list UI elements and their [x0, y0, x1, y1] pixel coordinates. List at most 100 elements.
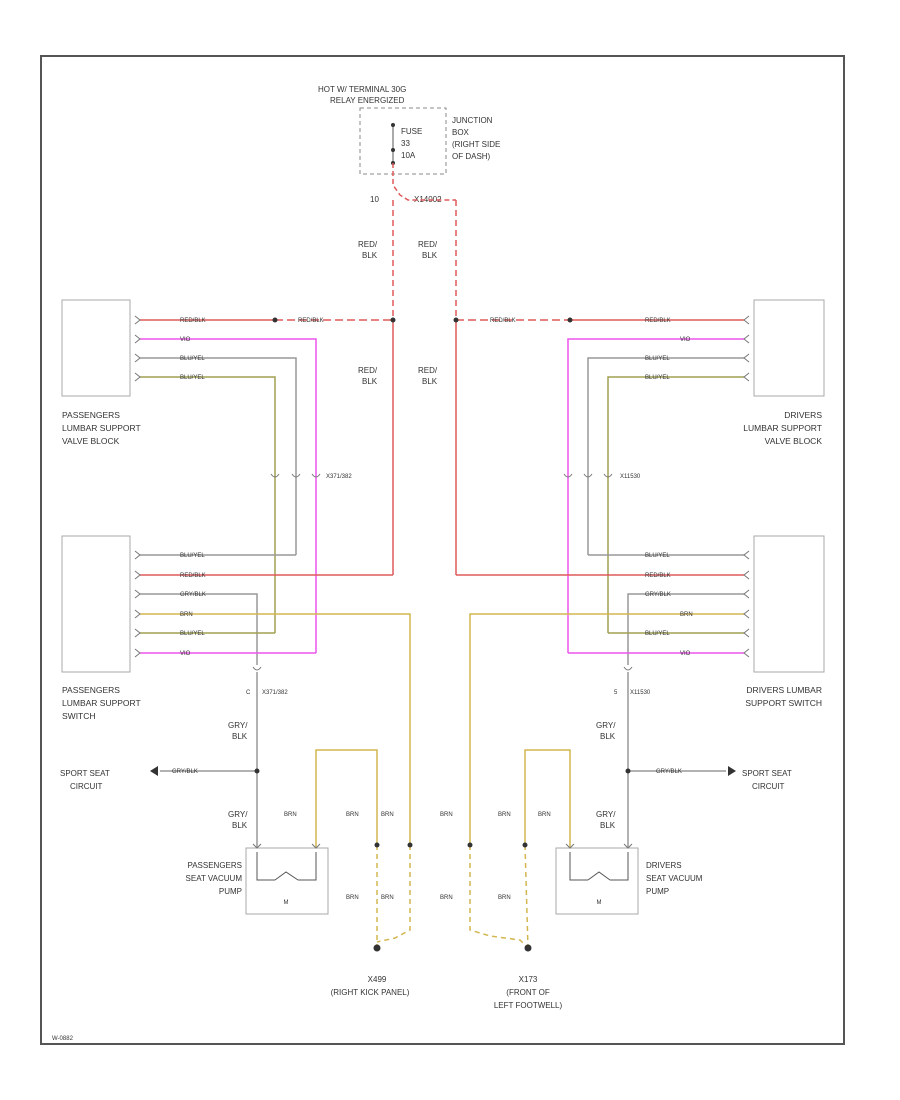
pass-pump-label-3: PUMP — [219, 887, 242, 896]
wire-red-blk-top-right-2: BLK — [422, 251, 438, 260]
gry-blk-wires — [160, 672, 726, 848]
wire-red-blk-mid-left-2: BLK — [362, 377, 378, 386]
wire-label-blu-yel: BLU/YEL — [180, 356, 205, 362]
gry-blk-stack-2: BLK — [600, 732, 616, 741]
jb-label-1: JUNCTION — [452, 116, 493, 125]
pass-switch-wires — [140, 554, 411, 845]
wire-label-blu-yel: BLU/YEL — [645, 356, 670, 362]
ground-left-location-1: (FRONT OF — [506, 988, 550, 997]
wire-label-vio: VIO — [180, 651, 191, 657]
drv-switch-label-2: SUPPORT SWITCH — [745, 698, 822, 708]
gry-blk-stack-1: GRY/ — [596, 810, 616, 819]
hot-label-1: HOT W/ TERMINAL 30G — [318, 85, 406, 94]
brown-wires — [315, 749, 571, 848]
splice-dot — [254, 768, 260, 774]
splice-dot — [453, 317, 459, 323]
pass-valve-label-2: LUMBAR SUPPORT — [62, 423, 141, 433]
gry-blk-stack-2: BLK — [232, 732, 248, 741]
jb-label-4: OF DASH) — [452, 152, 491, 161]
wire-red-blk-mid-left-1: RED/ — [358, 366, 378, 375]
gry-blk-stack-2: BLK — [600, 821, 616, 830]
drv-valve-wires — [456, 319, 744, 653]
gry-blk-stack-1: GRY/ — [228, 810, 248, 819]
wire-red-blk-top-right-1: RED/ — [418, 240, 438, 249]
wire-red-blk-top-left-1: RED/ — [358, 240, 378, 249]
jb-label-2: BOX — [452, 128, 470, 137]
ground-right-location: (RIGHT KICK PANEL) — [331, 988, 410, 997]
pass-upper-connector-label: X371/382 — [326, 474, 352, 480]
wire-label-brn: BRN — [498, 895, 511, 901]
pass-switch-label-3: SWITCH — [62, 711, 96, 721]
sport-seat-left-label-2: CIRCUIT — [70, 782, 103, 791]
ground-right-kick-icon — [373, 944, 381, 952]
pass-switch-label-1: PASSENGERS — [62, 685, 120, 695]
wire-label-blu-yel: BLU/YEL — [645, 553, 670, 559]
drv-upper-connector-label: X11530 — [620, 474, 641, 480]
splice-dot — [374, 842, 380, 848]
arrow-left-icon — [150, 766, 158, 776]
driver-lumbar-switch: DRIVERS LUMBAR SUPPORT SWITCH — [745, 535, 825, 708]
wire-label-gry-blk: GRY/BLK — [656, 769, 682, 775]
wire-label-brn: BRN — [381, 895, 394, 901]
gry-blk-stack-1: GRY/ — [228, 721, 248, 730]
pass-valve-label-3: VALVE BLOCK — [62, 436, 120, 446]
drv-pump-label-1: DRIVERS — [646, 861, 682, 870]
wire-label-vio: VIO — [680, 337, 691, 343]
pass-upper-connector — [270, 473, 321, 478]
arrow-right-icon — [728, 766, 736, 776]
pin-right-label: X14002 — [414, 195, 442, 204]
drv-pump-motor-icon: M — [597, 900, 602, 906]
drv-valve-label-2: LUMBAR SUPPORT — [743, 423, 822, 433]
wire-label-brn: BRN — [440, 812, 453, 818]
wire-label-vio: VIO — [680, 651, 691, 657]
pass-lower-pin: C — [246, 690, 251, 696]
wire-label-blu-yel: BLU/YEL — [180, 375, 205, 381]
junction-box: HOT W/ TERMINAL 30G RELAY ENERGIZED FUSE… — [318, 85, 500, 204]
driver-valve-block: DRIVERS LUMBAR SUPPORT VALVE BLOCK — [743, 299, 825, 446]
wire-label-gry-blk: GRY/BLK — [172, 769, 198, 775]
wire-label-blu-yel: BLU/YEL — [180, 553, 205, 559]
pass-valve-label-1: PASSENGERS — [62, 410, 120, 420]
wire-label-red-blk: RED/BLK — [645, 318, 671, 324]
wire-label-blu-yel: BLU/YEL — [180, 631, 205, 637]
sport-seat-right-label-1: SPORT SEAT — [742, 769, 792, 778]
ground-left-footwell-icon — [524, 944, 532, 952]
wire-label-red-blk: RED/BLK — [298, 318, 324, 324]
pass-lower-connector-label: X371/382 — [262, 690, 288, 696]
wire-label-gry-blk: GRY/BLK — [645, 592, 671, 598]
drv-upper-connector — [563, 473, 613, 478]
passenger-lumbar-switch: PASSENGERS LUMBAR SUPPORT SWITCH — [61, 535, 141, 721]
splice-dot — [407, 842, 413, 848]
gry-blk-stack-2: BLK — [232, 821, 248, 830]
wire-label-red-blk: RED/BLK — [645, 573, 671, 579]
sport-seat-left-label-1: SPORT SEAT — [60, 769, 110, 778]
driver-seat-vacuum-pump: M DRIVERS SEAT VACUUM PUMP — [555, 843, 703, 915]
drv-switch-wires — [456, 554, 744, 845]
drv-lower-pin: 5 — [614, 690, 618, 696]
wire-label-brn: BRN — [180, 612, 193, 618]
diagram-frame — [40, 55, 845, 1045]
wire-label-brn: BRN — [284, 812, 297, 818]
pass-switch-label-2: LUMBAR SUPPORT — [62, 698, 141, 708]
wire-label-vio: VIO — [180, 337, 191, 343]
ground-right-id: X499 — [368, 975, 387, 984]
connector-pins — [134, 315, 750, 658]
wire-label-gry-blk: GRY/BLK — [180, 592, 206, 598]
wire-red-blk-mid-right-2: BLK — [422, 377, 438, 386]
pin-left-label: 10 — [370, 195, 379, 204]
passenger-valve-block: PASSENGERS LUMBAR SUPPORT VALVE BLOCK — [61, 299, 141, 446]
wire-red-blk-mid-right-1: RED/ — [418, 366, 438, 375]
pass-valve-wires — [140, 319, 393, 653]
wire-label-red-blk: RED/BLK — [180, 318, 206, 324]
wire-label-brn: BRN — [346, 895, 359, 901]
wire-label-red-blk: RED/BLK — [490, 318, 516, 324]
drv-lower-connector-label: X11530 — [630, 690, 651, 696]
wire-label-blu-yel: BLU/YEL — [645, 375, 670, 381]
sport-seat-right-label-2: CIRCUIT — [752, 782, 785, 791]
gry-blk-stack-1: GRY/ — [596, 721, 616, 730]
pass-lower-connector — [252, 666, 262, 671]
drv-pump-label-3: PUMP — [646, 887, 669, 896]
power-feed-wires — [392, 163, 457, 575]
splice-dot — [467, 842, 473, 848]
wire-label-brn: BRN — [440, 895, 453, 901]
